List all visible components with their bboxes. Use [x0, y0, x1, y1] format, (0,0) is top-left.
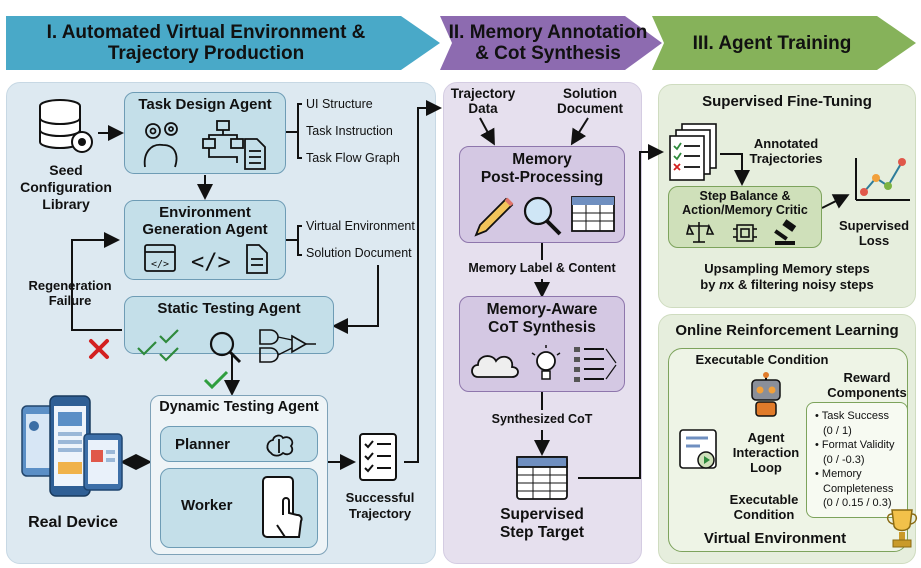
step-balance-critic-box[interactable]: Step Balance & Action/Memory Critic	[668, 186, 822, 248]
stage1-arrow-shape	[6, 16, 440, 70]
stage1-title-line1: I. Automated Virtual Environment &	[46, 22, 366, 43]
stage3-arrow-shape	[652, 16, 916, 70]
memory-aware-cot-title: Memory-Aware CoT Synthesis	[486, 301, 598, 336]
stage1-title-line2: Trajectory Production	[107, 43, 305, 64]
stage2-banner: II. Memory Annotation & Cot Synthesis	[440, 6, 662, 80]
output-virtual-environment: Virtual Environment	[306, 219, 415, 233]
supervised-step-target-label: Supervised Step Target	[499, 506, 585, 541]
green-check-icon	[203, 370, 229, 390]
reward-memory: • Memory	[815, 468, 862, 480]
database-icon	[39, 99, 93, 153]
reward-task-success: • Task Success	[815, 410, 889, 422]
reward-task-success-values: (0 / 1)	[823, 424, 852, 437]
static-testing-agent-title: Static Testing Agent	[157, 300, 301, 317]
output-solution-document: Solution Document	[306, 246, 412, 260]
reward-format-validity: • Format Validity	[815, 439, 895, 451]
brain-icon	[266, 434, 294, 457]
pencil-magnifier-table-icon	[474, 196, 615, 237]
dynamic-testing-agent-title: Dynamic Testing Agent	[159, 399, 319, 415]
svg-text:</>: </>	[191, 250, 231, 275]
sft-title: Supervised Fine-Tuning	[702, 93, 872, 110]
seed-config-label: Seed Configuration Library	[20, 162, 112, 212]
planner-label: Planner	[175, 436, 231, 453]
svg-text:</>: </>	[151, 259, 169, 270]
loss-curve-icon	[855, 158, 910, 201]
reward-components-box: • Task Success (0 / 1) • Format Validity…	[806, 402, 908, 518]
virtual-environment-label: Virtual Environment	[703, 530, 847, 547]
reward-components-list: • Task Success (0 / 1) • Format Validity…	[815, 409, 894, 511]
solution-document-label: Solution Document	[556, 86, 623, 116]
output-ui-structure: UI Structure	[306, 97, 373, 111]
task-design-agent-title: Task Design Agent	[138, 96, 272, 113]
stage2-arrow-shape	[440, 16, 662, 70]
stage1-banner: I. Automated Virtual Environment & Traje…	[6, 6, 440, 80]
synthesized-cot-label: Synthesized CoT	[491, 412, 593, 426]
memory-label-content: Memory Label & Content	[468, 261, 616, 275]
reward-components-label: Reward Components	[827, 370, 907, 400]
reward-completeness: Completeness	[823, 482, 894, 495]
env-generation-agent-box[interactable]: Environment Generation Agent </> </>	[124, 200, 286, 280]
memory-post-processing-box[interactable]: Memory Post-Processing	[459, 146, 625, 243]
memory-post-processing-title: Memory Post-Processing	[480, 151, 604, 186]
robot-icon	[751, 372, 781, 417]
real-devices-icon	[21, 395, 123, 497]
task-design-agent-box[interactable]: Task Design Agent	[124, 92, 286, 174]
agent-interaction-loop-label: Agent Interaction Loop	[732, 430, 800, 475]
static-testing-agent-box[interactable]: Static Testing Agent	[124, 296, 334, 354]
real-device-label: Real Device	[28, 514, 118, 531]
env-generation-agent-title: Environment Generation Agent	[142, 204, 268, 238]
stage3-title-line1: III. Agent Training	[692, 32, 852, 54]
output-task-instruction: Task Instruction	[306, 124, 393, 138]
reward-format-validity-values: (0 / -0.3)	[823, 453, 865, 466]
app-window-icon	[679, 429, 717, 469]
orl-title: Online Reinforcement Learning	[675, 322, 899, 339]
cross-mark-icon	[89, 339, 109, 359]
browser-code-document-icon: </> </>	[144, 244, 268, 275]
stage3-banner: III. Agent Training	[652, 6, 918, 80]
annotated-trajectories-label: Annotated Trajectories	[749, 136, 823, 166]
supervised-loss-label: Supervised Loss	[838, 218, 910, 248]
documents-stack-icon	[669, 123, 717, 181]
worker-box[interactable]: Worker	[160, 468, 318, 548]
touch-phone-icon	[262, 476, 303, 538]
memory-aware-cot-box[interactable]: Memory-Aware CoT Synthesis	[459, 296, 625, 392]
regeneration-failure-label: Regeneration Failure	[28, 278, 112, 308]
successful-trajectory-label: Successful Trajectory	[345, 490, 415, 521]
stage2-title-line2: & Cot Synthesis	[475, 43, 621, 64]
trophy-icon	[886, 509, 918, 548]
executable-condition-top: Executable Condition	[695, 352, 829, 367]
worker-label: Worker	[181, 497, 233, 514]
cloud-bulb-list-icon	[471, 345, 617, 382]
checklist-icon	[359, 433, 397, 481]
step-balance-critic-title: Step Balance & Action/Memory Critic	[682, 189, 808, 217]
trajectory-data-label: Trajectory Data	[450, 86, 516, 116]
upsampling-label: Upsampling Memory steps by nx & filterin…	[700, 261, 874, 292]
output-task-flow-graph: Task Flow Graph	[306, 151, 400, 165]
executable-condition-bottom: Executable Condition	[729, 492, 799, 522]
table-icon	[516, 456, 568, 500]
reward-completeness-values: (0 / 0.15 / 0.3)	[823, 497, 892, 509]
brain-gears-flowchart-icon	[143, 120, 266, 170]
stage2-title-line1: II. Memory Annotation	[448, 22, 648, 43]
checks-search-logic-icon	[137, 329, 316, 364]
planner-box[interactable]: Planner	[160, 426, 318, 462]
scale-chip-gavel-icon	[685, 219, 797, 245]
